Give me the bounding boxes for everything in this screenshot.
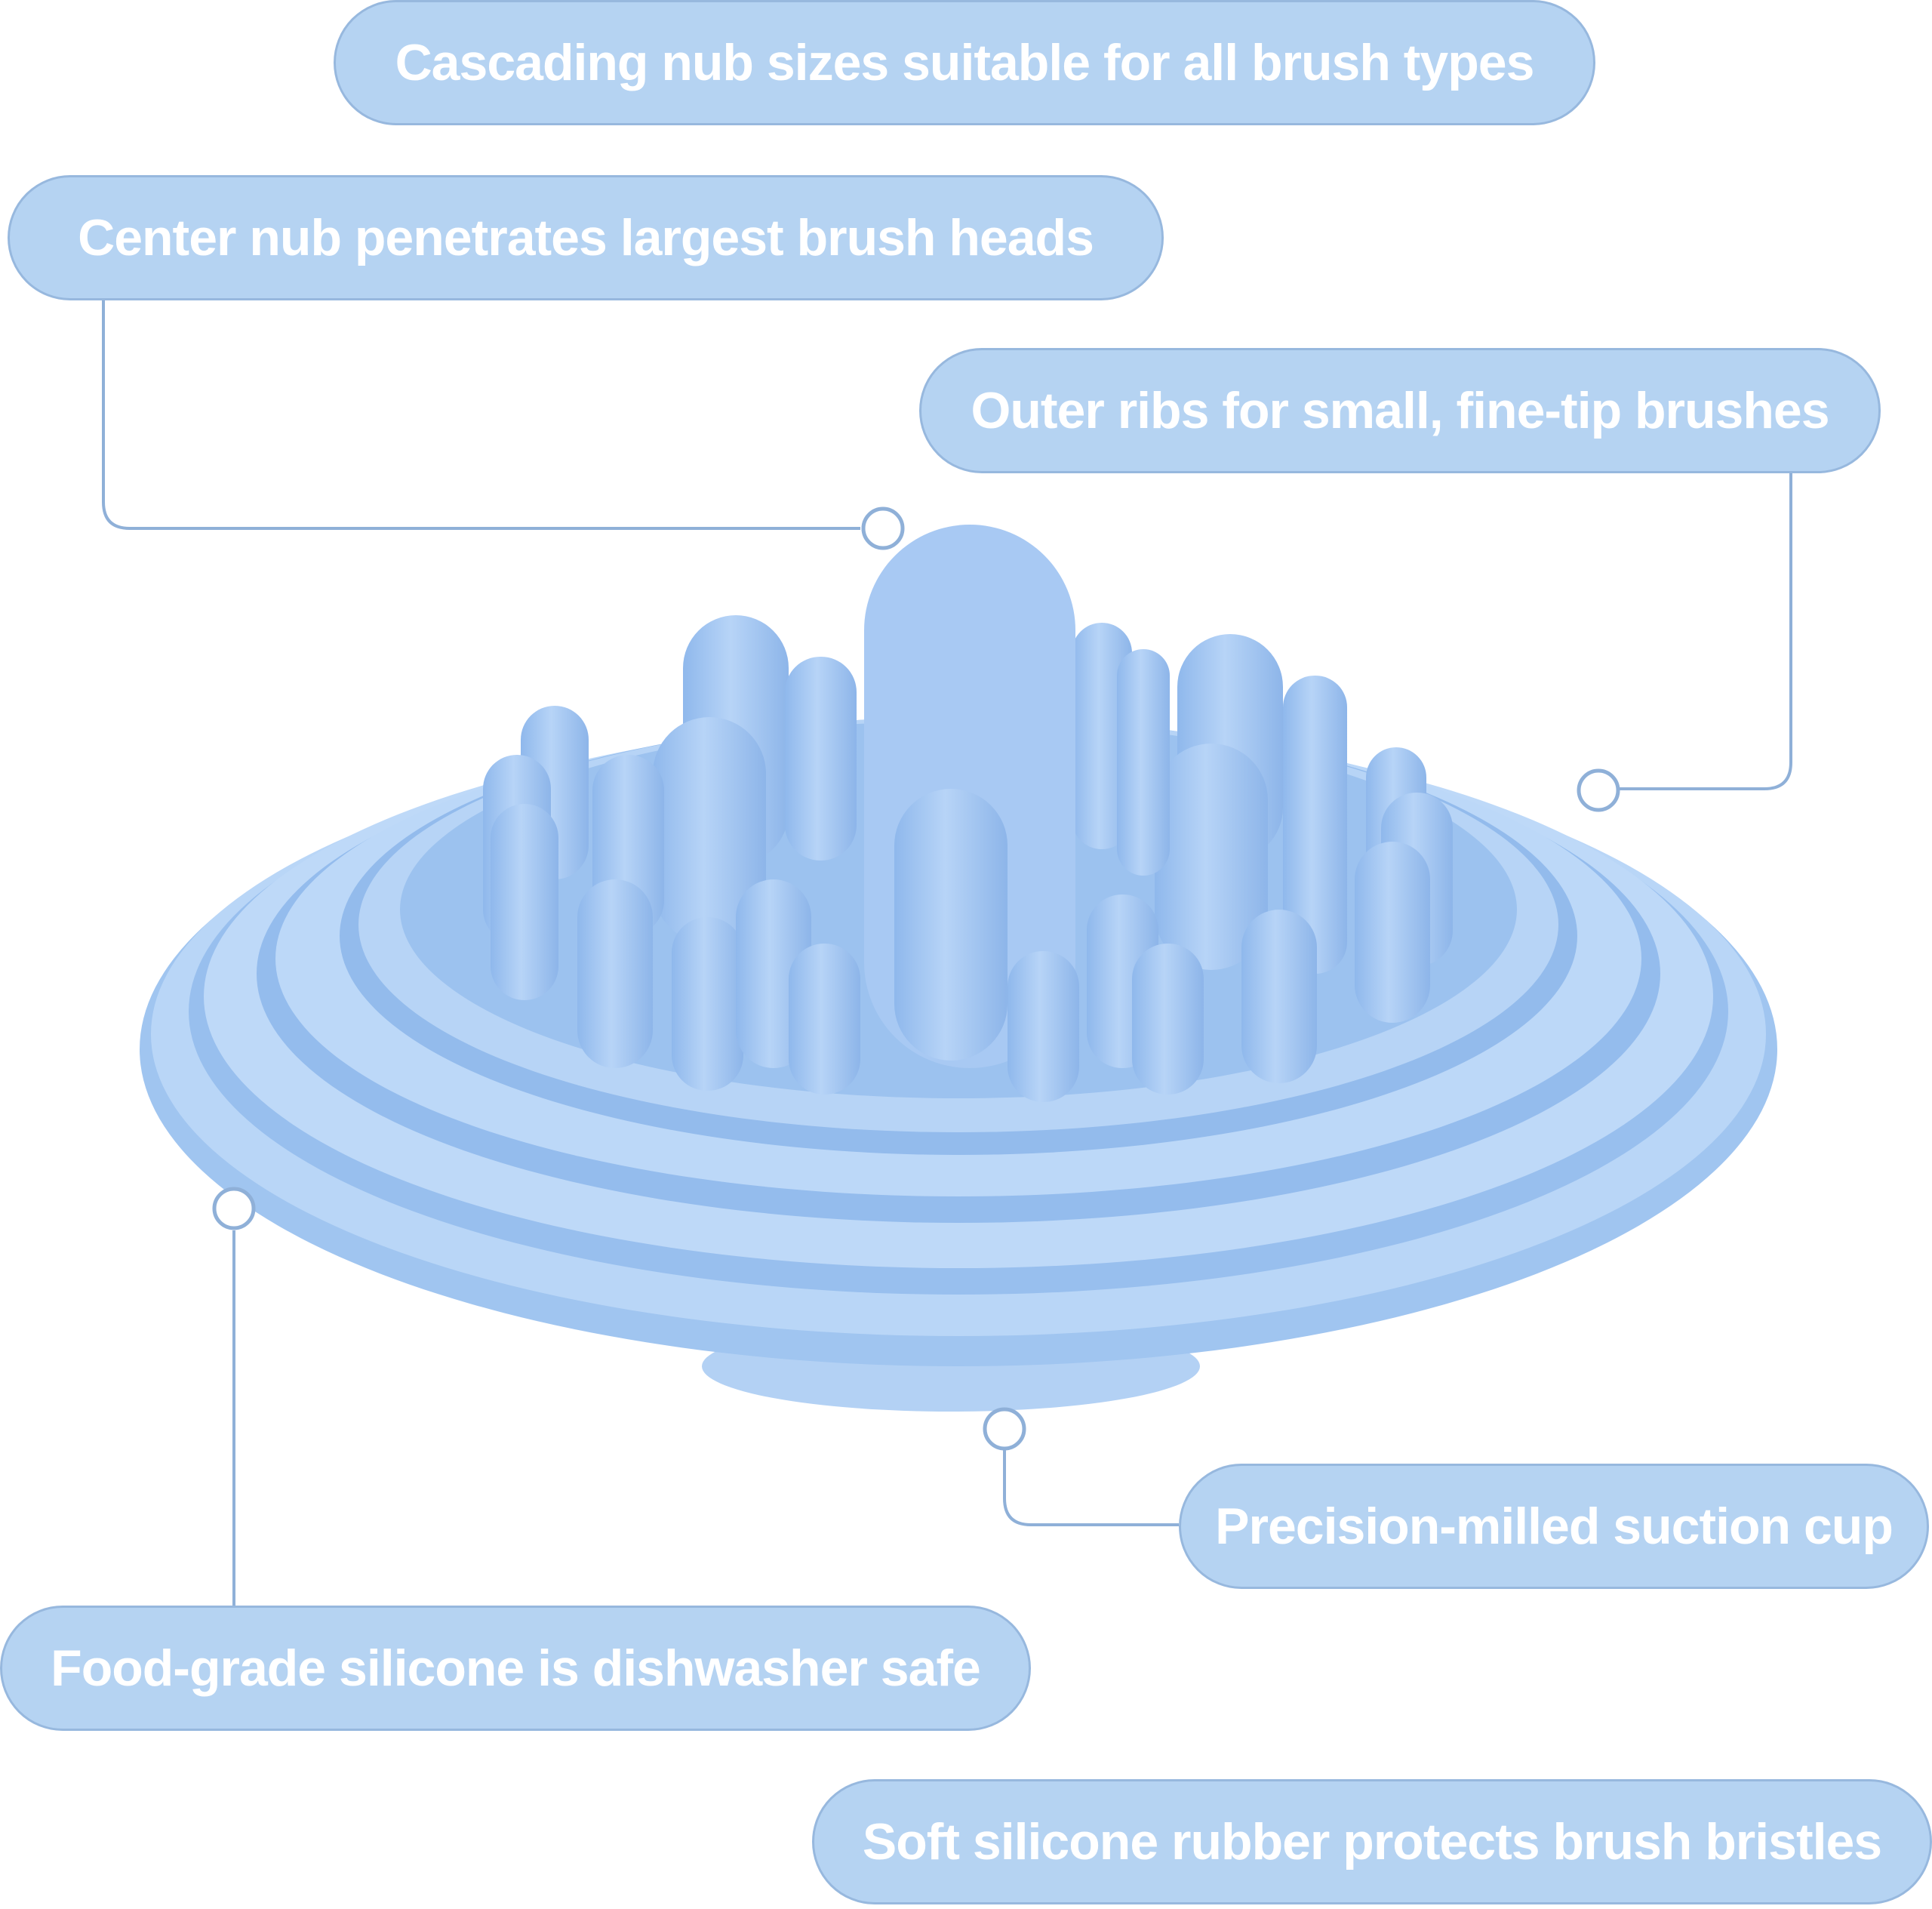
cascading-nubs — [483, 525, 1453, 1102]
callout-center-nub-text: Center nub penetrates largest brush head… — [78, 209, 1094, 266]
callout-soft-silicone: Soft silicone rubber protects brush bris… — [812, 1779, 1932, 1904]
callout-food-grade: Food-grade silicone is dishwasher safe — [0, 1606, 1031, 1731]
leader-line-center-nub — [102, 300, 860, 530]
dot-suction-cup — [983, 1407, 1026, 1451]
callout-outer-ribs-text: Outer ribs for small, fine-tip brushes — [971, 382, 1829, 439]
callout-outer-ribs: Outer ribs for small, fine-tip brushes — [919, 348, 1881, 473]
callout-food-grade-text: Food-grade silicone is dishwasher safe — [51, 1640, 981, 1697]
dot-food-grade — [212, 1187, 256, 1230]
leader-line-suction-cup — [1003, 1443, 1179, 1526]
dot-center-nub — [861, 507, 905, 550]
dot-outer-ribs — [1577, 768, 1620, 812]
callout-suction-cup-text: Precision-milled suction cup — [1215, 1498, 1894, 1555]
callout-center-nub: Center nub penetrates largest brush head… — [8, 175, 1164, 300]
callout-cascading-nubs: Cascading nub sizes suitable for all bru… — [334, 0, 1595, 125]
leader-line-outer-ribs — [1619, 473, 1792, 790]
callout-soft-silicone-text: Soft silicone rubber protects brush bris… — [862, 1813, 1882, 1871]
callout-suction-cup: Precision-milled suction cup — [1179, 1464, 1929, 1589]
callout-cascading-nubs-text: Cascading nub sizes suitable for all bru… — [395, 34, 1535, 91]
leader-dots — [212, 507, 1620, 1451]
leader-lines — [102, 300, 1792, 1606]
